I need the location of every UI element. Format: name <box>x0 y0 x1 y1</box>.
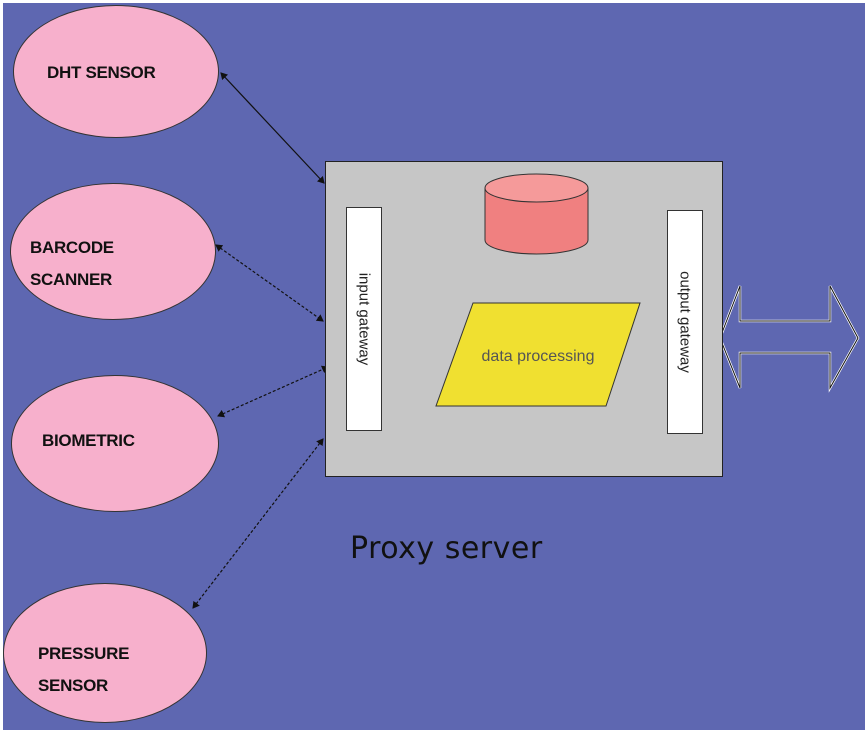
proxy-server-caption: Proxy server <box>350 531 543 566</box>
biometric-label: BIOMETRIC <box>42 431 135 450</box>
barcode-label-line1: BARCODE <box>30 238 114 257</box>
pressure-label-line2: SENSOR <box>38 676 108 695</box>
dht-sensor-label: DHT SENSOR <box>47 63 156 82</box>
output-gateway: output gateway <box>667 210 703 434</box>
biometric-node: BIOMETRIC <box>11 375 219 512</box>
connector-layer <box>192 72 860 609</box>
data-processing-block <box>435 302 641 407</box>
input-gateway: input gateway <box>346 207 382 431</box>
output-double-arrow <box>718 285 860 393</box>
server-shapes: data processing <box>435 173 641 407</box>
diagram-canvas: DHT SENSOR BARCODE SCANNER BIOMETRIC PRE… <box>3 3 865 730</box>
biometric-connector-arrow <box>217 365 329 418</box>
barcode-connector-arrow <box>215 244 324 322</box>
barcode-label-line2: SCANNER <box>30 270 112 289</box>
pressure-connector-arrow <box>192 438 324 609</box>
pressure-sensor-node: PRESSURE SENSOR <box>3 583 207 723</box>
proxy-server-box: input gateway output gateway data proces… <box>325 161 723 477</box>
barcode-scanner-node: BARCODE SCANNER <box>10 183 216 320</box>
dht-sensor-node: DHT SENSOR <box>13 5 219 138</box>
output-double-arrow-outline <box>719 285 859 390</box>
pressure-label-line1: PRESSURE <box>38 644 130 663</box>
dht-connector-arrow <box>220 72 325 184</box>
data-processing-label: data processing <box>482 348 595 365</box>
database-icon <box>484 173 589 255</box>
